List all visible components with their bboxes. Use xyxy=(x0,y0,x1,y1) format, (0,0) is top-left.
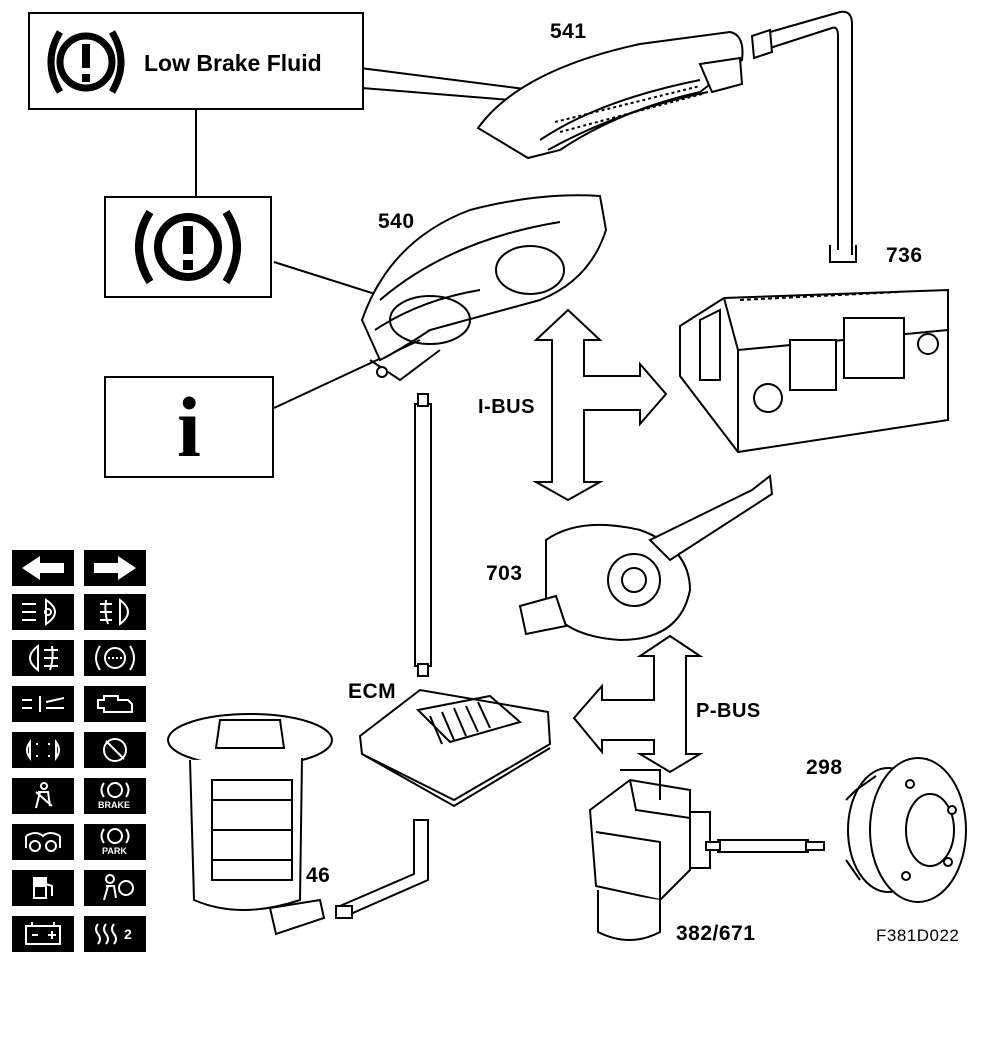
seat-heat-icon: 2 xyxy=(84,916,146,952)
turn-right-arrow-icon xyxy=(84,550,146,586)
turn-left-arrow-icon xyxy=(12,550,74,586)
part-46-illustration xyxy=(167,713,333,936)
warning-symbol-grid: BRAKE PARK 2 xyxy=(12,550,152,952)
brake-wear-icon xyxy=(84,640,146,676)
fuel-icon xyxy=(12,870,74,906)
ecm-cable xyxy=(414,393,432,677)
ecm-illustration xyxy=(358,688,552,808)
parking-brake-icon: PARK xyxy=(84,824,146,860)
airbag-icon xyxy=(84,870,146,906)
info-icon: i xyxy=(177,379,201,475)
glow-plug-icon xyxy=(12,824,74,860)
part-540-illustration xyxy=(360,194,608,382)
park-text: PARK xyxy=(102,846,127,856)
label-540: 540 xyxy=(378,210,415,233)
part-298-illustration xyxy=(845,757,967,903)
part-736-illustration xyxy=(679,288,949,454)
info-box: i xyxy=(104,376,274,478)
headlight-range-icon xyxy=(12,686,74,722)
part-382-671-illustration xyxy=(588,769,711,941)
battery-icon xyxy=(12,916,74,952)
part-703-illustration xyxy=(518,474,774,642)
label-46: 46 xyxy=(306,864,331,887)
seatbelt-icon xyxy=(12,778,74,814)
brake-warning-icon: BRAKE xyxy=(84,778,146,814)
cable-541-736 xyxy=(750,10,857,263)
label-541: 541 xyxy=(550,20,587,43)
front-fog-light-icon xyxy=(84,594,146,630)
figure-code: F381D022 xyxy=(876,926,960,945)
seat-heat-level-text: 2 xyxy=(124,926,132,942)
label-382-671: 382/671 xyxy=(676,922,756,945)
sensor-cable xyxy=(705,839,825,853)
ibus-arrows xyxy=(532,308,668,502)
rear-fog-light-icon xyxy=(12,640,74,676)
label-298: 298 xyxy=(806,756,843,779)
pbus-arrows xyxy=(572,634,704,774)
part-541-illustration xyxy=(476,30,744,160)
message-text: Low Brake Fluid xyxy=(144,50,322,76)
check-engine-icon xyxy=(84,686,146,722)
label-pbus: P-BUS xyxy=(696,700,761,722)
brake-text: BRAKE xyxy=(98,800,131,810)
low-brake-fluid-message-box: Low Brake Fluid xyxy=(28,12,364,110)
ecm-lower-cable xyxy=(335,819,429,919)
tire-pressure-icon xyxy=(84,732,146,768)
parking-lights-icon xyxy=(12,732,74,768)
label-ecm: ECM xyxy=(348,680,397,703)
high-beam-icon xyxy=(12,594,74,630)
label-703: 703 xyxy=(486,562,523,585)
brake-symbol-box xyxy=(104,196,272,298)
brake-warning-icon xyxy=(135,209,241,285)
label-ibus: I-BUS xyxy=(478,396,535,418)
brake-warning-icon xyxy=(47,30,125,94)
label-736: 736 xyxy=(886,244,923,267)
